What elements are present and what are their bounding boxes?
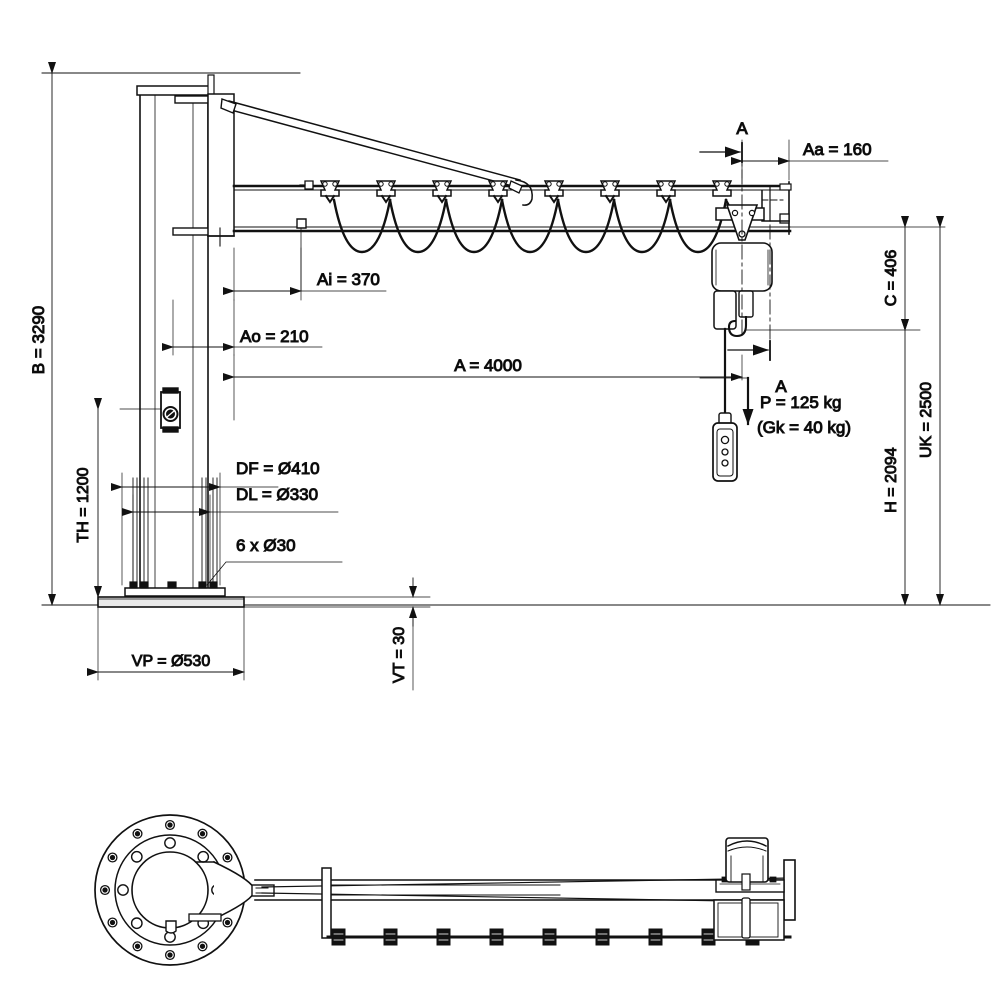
dimension-C: C = 406	[883, 216, 909, 331]
right-extension-lines	[745, 226, 946, 331]
dimension-DL-label: DL = Ø330	[236, 485, 318, 504]
dimension-DF: DF = Ø410	[111, 459, 320, 586]
dimension-VT: VT = 30	[243, 577, 431, 691]
slew-post	[207, 93, 235, 247]
plan-hoist	[713, 897, 785, 941]
dimension-A-label: A = 4000	[454, 356, 522, 375]
pendant-control	[712, 412, 738, 482]
chain-hoist	[711, 242, 773, 338]
dimension-VP: VP = Ø530	[87, 606, 245, 681]
dimension-H-label: H = 2094	[883, 447, 900, 512]
dimension-DF-label: DF = Ø410	[236, 459, 320, 478]
dimension-Ao: Ao = 210	[162, 299, 323, 356]
plan-slew-arm	[165, 860, 275, 934]
festoon-cable	[296, 180, 740, 292]
plan-stiffener	[321, 867, 332, 939]
dimension-Aa: Aa = 160	[731, 140, 889, 181]
dimension-VT-label: VT = 30	[391, 627, 408, 683]
section-label-top: A	[736, 119, 748, 138]
dimension-A: A = 4000	[223, 354, 743, 421]
dimension-Ai: Ai = 370	[223, 247, 387, 301]
trolley	[715, 204, 765, 241]
load-label: P = 125 kg	[760, 393, 841, 412]
plan-gear-motor	[715, 837, 785, 893]
dimension-B-label: B = 3290	[29, 306, 48, 375]
dimension-Aa-label: Aa = 160	[803, 140, 872, 159]
dimension-holes-label: 6 x Ø30	[236, 536, 296, 555]
dimension-TH-label: TH = 1200	[75, 467, 92, 542]
dimension-H: H = 2094	[883, 319, 909, 606]
festoon-trolley	[319, 180, 733, 204]
dimension-B: B = 3290	[29, 62, 56, 606]
foundation-plate	[97, 596, 245, 608]
plan-jib-boom	[254, 859, 796, 921]
section-arrow-bottom	[727, 340, 771, 361]
dead-load-label: (Gk = 40 kg)	[757, 418, 851, 437]
dimension-TH: TH = 1200	[75, 398, 102, 598]
dimension-C-label: C = 406	[883, 250, 900, 307]
section-label-bottom: A	[775, 377, 787, 396]
dimension-VP-label: VP = Ø530	[132, 653, 211, 670]
tie-rod	[220, 98, 533, 206]
base-plate	[124, 477, 226, 597]
dimension-Ao-label: Ao = 210	[240, 327, 309, 346]
dimension-UK-label: UK = 2500	[918, 382, 935, 458]
section-arrow-top	[699, 142, 743, 163]
plan-view	[94, 814, 796, 966]
control-box	[119, 387, 181, 433]
dimension-UK: UK = 2500	[918, 216, 944, 606]
dimension-Ai-label: Ai = 370	[317, 270, 380, 289]
dimension-holes: 6 x Ø30	[206, 536, 343, 586]
dimension-DL: DL = Ø330	[122, 485, 339, 586]
